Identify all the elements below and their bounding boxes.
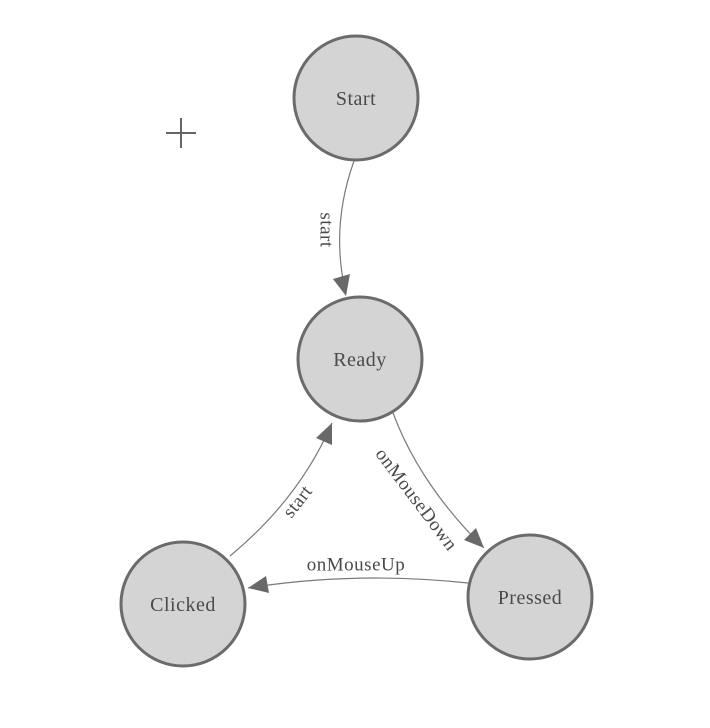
node-label: Ready — [333, 349, 387, 371]
node-circle[interactable] — [466, 533, 594, 661]
arrowhead-icon — [464, 528, 484, 548]
node-clicked[interactable]: Clicked — [119, 540, 247, 668]
node-ready[interactable]: Ready — [296, 295, 424, 423]
plus-crosshair-icon — [166, 118, 196, 148]
arrowhead-icon — [316, 423, 332, 445]
edge-label: start — [279, 481, 317, 522]
edge-label: start — [315, 212, 336, 247]
arrowhead-icon — [248, 576, 269, 593]
node-pressed[interactable]: Pressed — [466, 533, 594, 661]
edge-line[interactable] — [229, 422, 333, 557]
edge-pressed-to-clicked[interactable]: onMouseUp — [247, 555, 469, 593]
node-label: Clicked — [150, 594, 216, 616]
edge-label: onMouseUp — [307, 555, 405, 576]
node-circle[interactable] — [119, 540, 247, 668]
edge-clicked-to-ready[interactable]: start — [229, 422, 333, 557]
node-start[interactable]: Start — [292, 34, 420, 162]
node-label: Start — [336, 88, 376, 110]
edge-ready-to-pressed[interactable]: onMouseDown — [371, 412, 485, 555]
edge-line[interactable] — [339, 160, 355, 295]
node-circle[interactable] — [296, 295, 424, 423]
node-circle[interactable] — [292, 34, 420, 162]
edge-line[interactable] — [247, 577, 469, 589]
edge-line[interactable] — [392, 412, 485, 549]
node-label: Pressed — [498, 587, 563, 609]
arrowhead-icon — [333, 274, 350, 296]
edge-start-to-ready[interactable]: start — [315, 160, 355, 296]
